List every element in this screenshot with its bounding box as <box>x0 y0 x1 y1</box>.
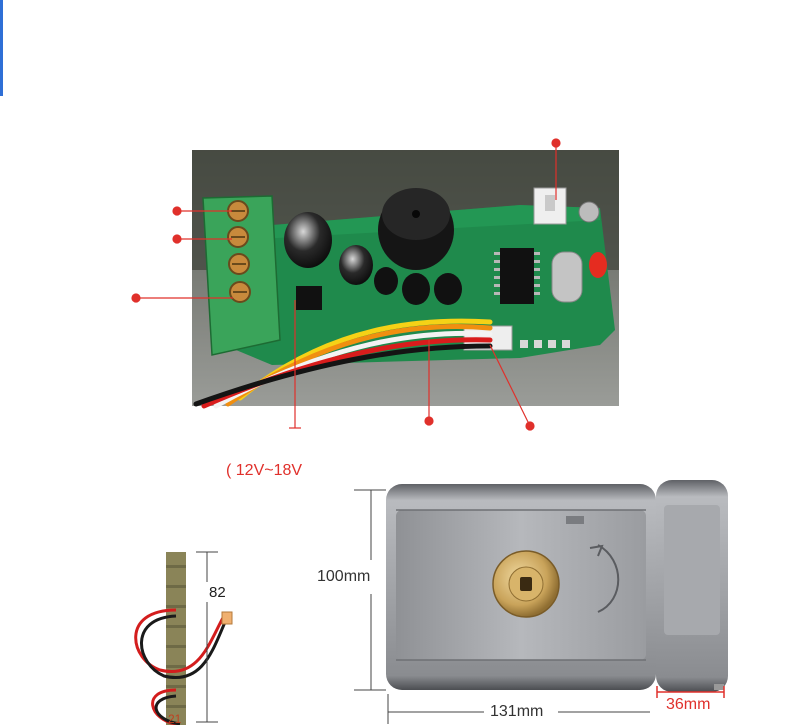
terminal-block <box>202 195 281 356</box>
led <box>589 252 607 278</box>
strike-plate <box>166 552 186 725</box>
sample-wires <box>134 608 228 725</box>
sample-length-label: 82 <box>209 584 226 601</box>
controller-board-photo <box>131 138 619 431</box>
capacitor-small <box>339 245 373 285</box>
width-dimension-label: 131mm <box>490 703 544 720</box>
wire-sample-photo <box>134 551 233 725</box>
edge-accent-bar <box>0 0 3 96</box>
height-dimension-label: 100mm <box>317 568 371 585</box>
capacitor-large <box>284 212 332 268</box>
wire-plug <box>221 611 233 625</box>
crystal <box>551 251 583 303</box>
bolt-width-label: 36mm <box>666 696 711 713</box>
lock-strike <box>656 480 728 692</box>
sample-dimension <box>196 551 218 723</box>
key-cylinder <box>492 550 560 618</box>
mount-screw <box>578 201 600 223</box>
wire-harness <box>193 318 493 409</box>
ic-chip <box>494 248 540 304</box>
voltage-label: ( 12V~18V <box>226 462 303 479</box>
buzzer <box>378 188 454 270</box>
dimension-lines <box>354 489 650 724</box>
annotation-pointers <box>131 138 561 431</box>
bolt-dimension <box>656 686 725 698</box>
sample-bottom-label: 21 <box>168 712 182 726</box>
electric-lock-photo <box>354 480 728 724</box>
